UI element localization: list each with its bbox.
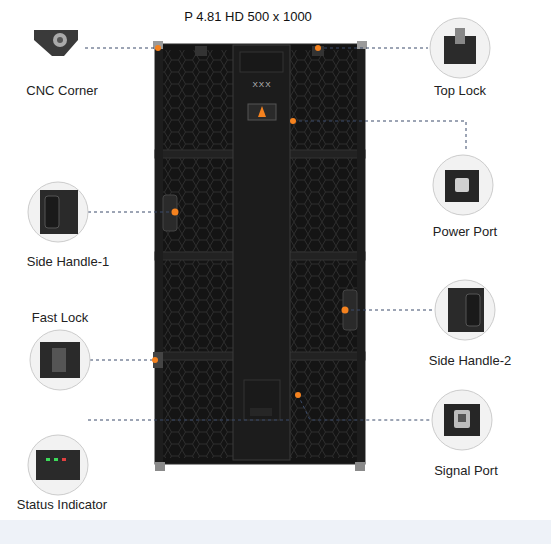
part-name: Status Indicator [17,497,107,513]
part-name: Side Handle-1 [27,254,109,270]
part-name: Side Handle-2 [429,353,511,369]
panel-marking: XXX [252,80,271,89]
part-name: Fast Lock [32,310,88,326]
part-name: Signal Port [434,463,498,479]
part-name: CNC Corner [26,83,98,99]
part-name: Top Lock [434,83,486,99]
part-name: Power Port [433,224,497,240]
diagram-title: P 4.81 HD 500 x 1000 [184,9,312,25]
